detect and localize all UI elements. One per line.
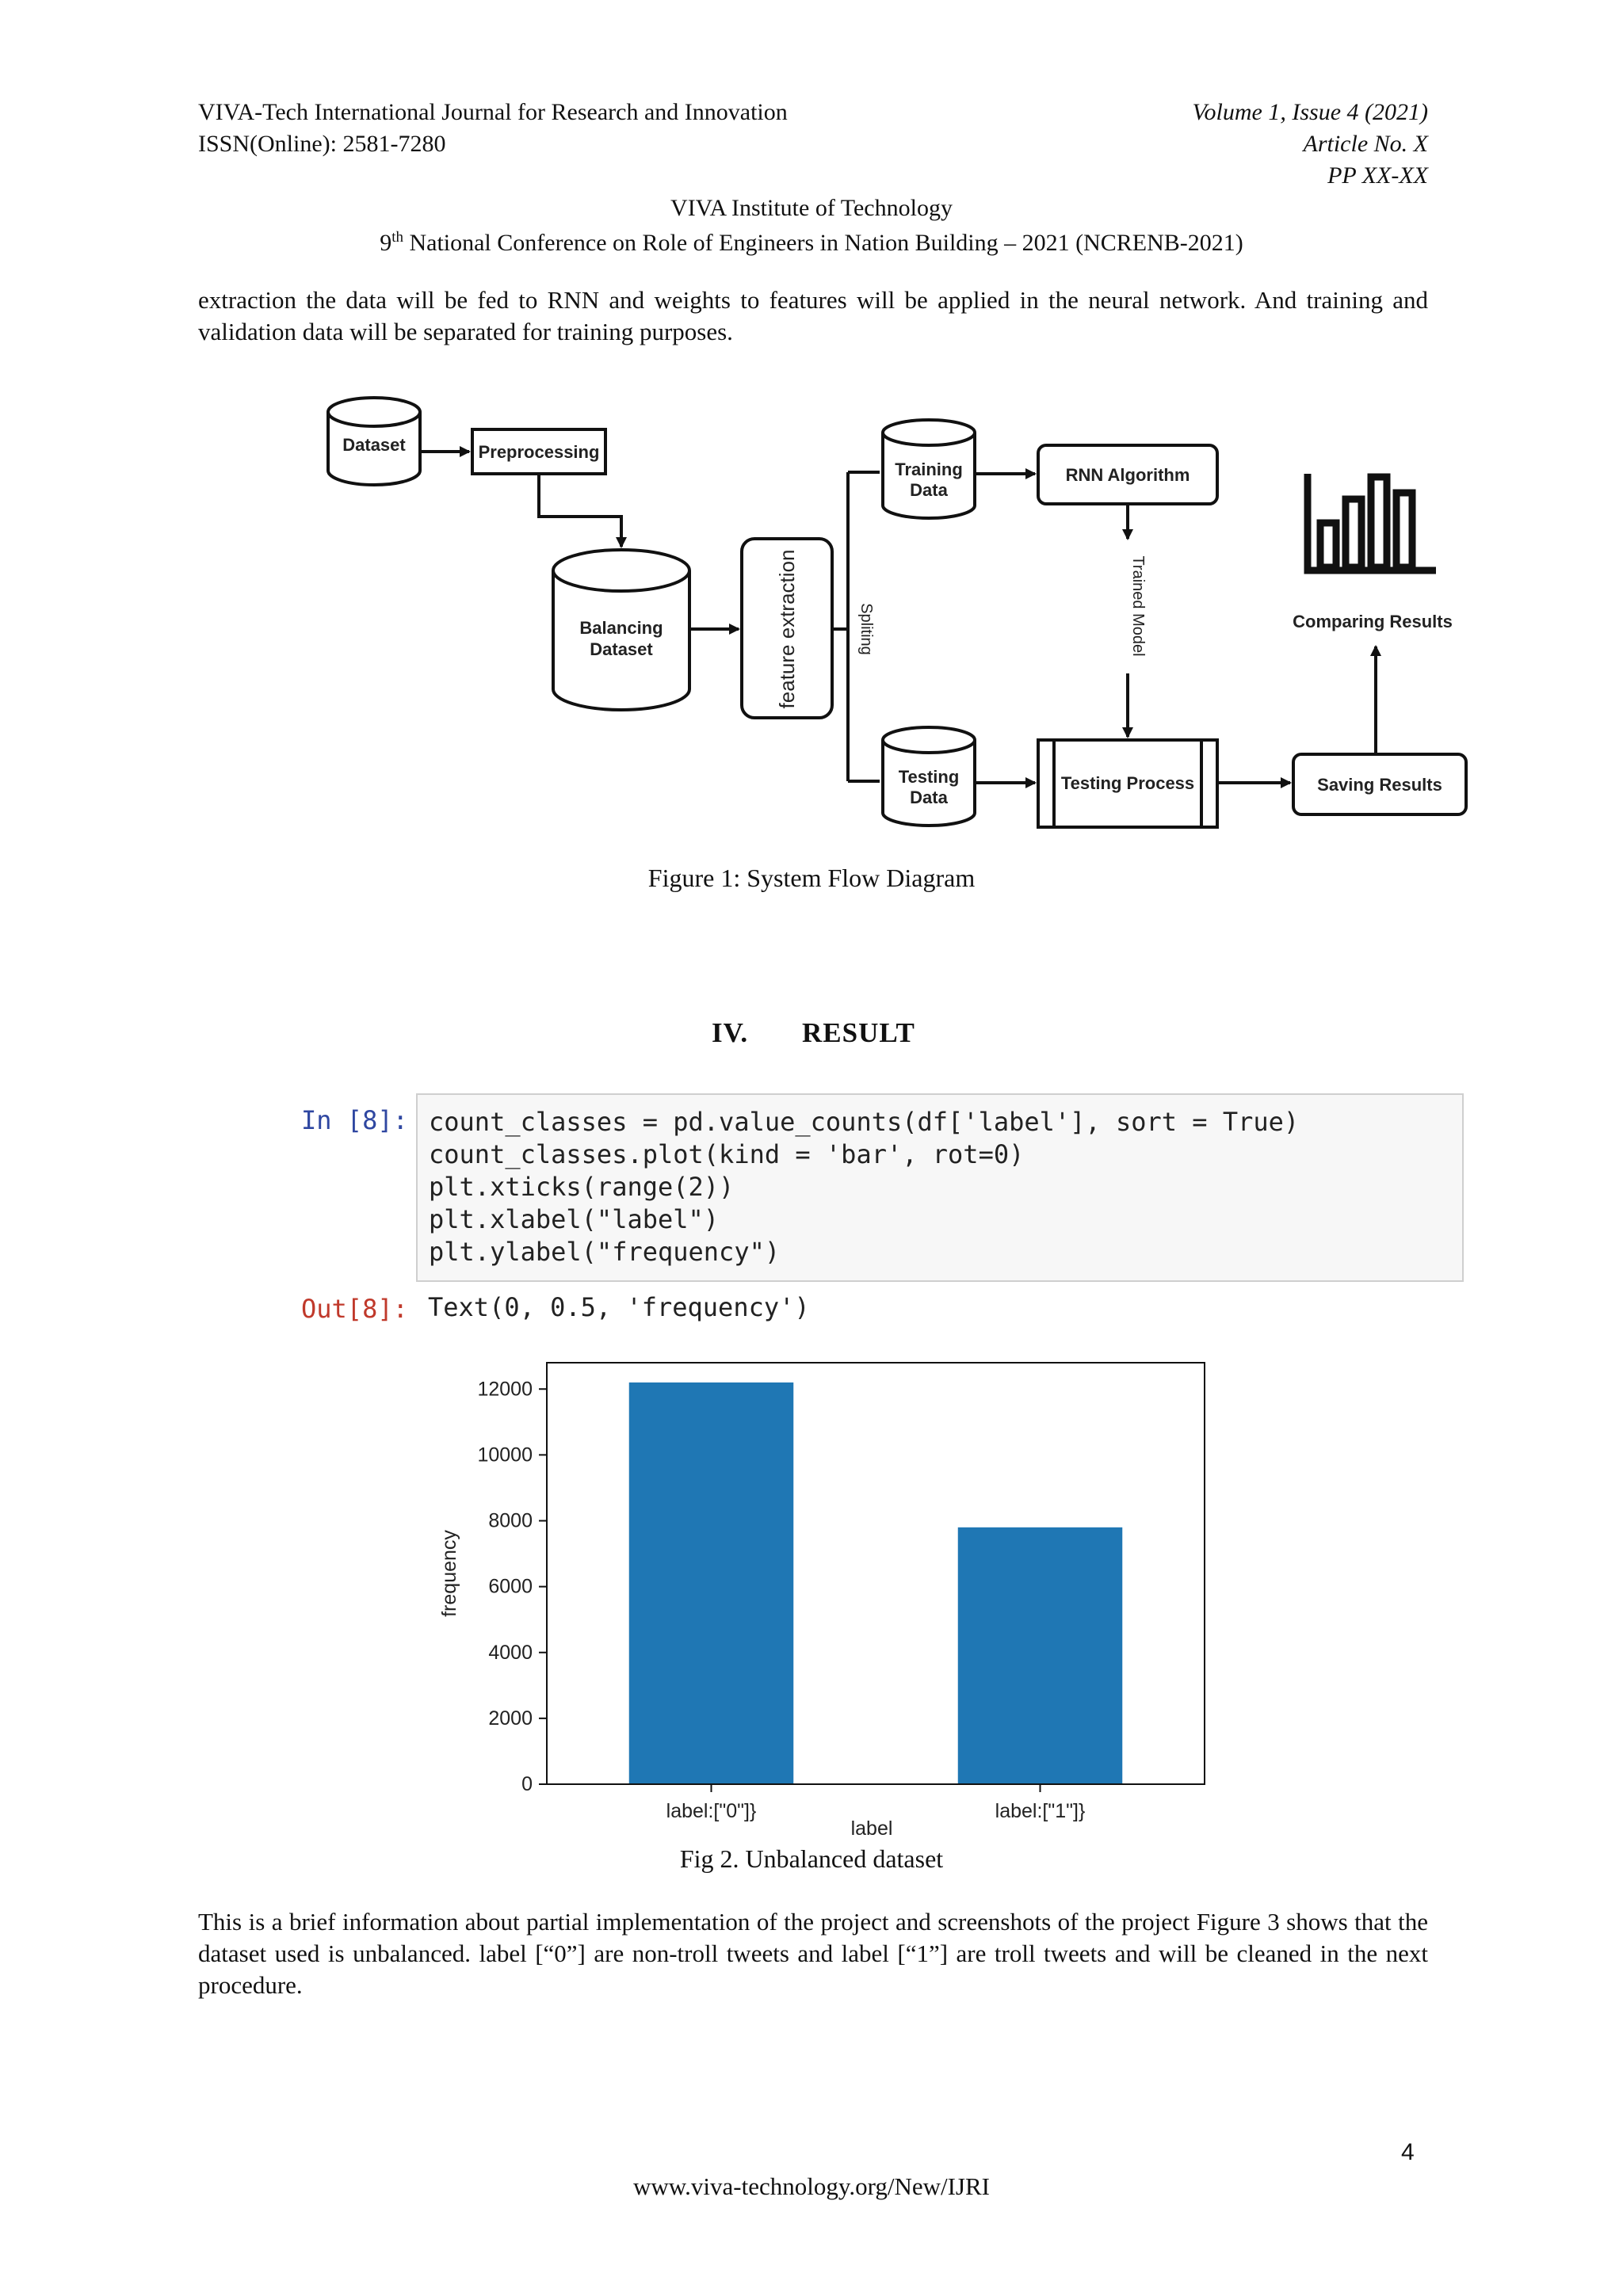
- bar-0: [628, 1382, 794, 1784]
- edge-preprocessing-balancing: [537, 474, 627, 548]
- figure1-caption: Figure 1: System Flow Diagram: [647, 864, 976, 892]
- code-cell[interactable]: count_classes = pd.value_counts(df['labe…: [416, 1093, 1464, 1282]
- page-range: PP XX-XX: [1327, 162, 1428, 189]
- volume-issue: Volume 1, Issue 4 (2021): [1192, 99, 1428, 125]
- conference-number: 9: [380, 230, 392, 256]
- conference-name: 9th National Conference on Role of Engin…: [0, 222, 1623, 259]
- y-tick-label: 8000: [488, 1510, 533, 1532]
- section-title: RESULT: [802, 1017, 915, 1048]
- code-line-4: plt.xlabel("label"): [429, 1204, 720, 1234]
- y-axis-label: frequency: [438, 1530, 460, 1617]
- training-label-line2: Data: [910, 480, 948, 500]
- code-line-5: plt.ylabel("frequency"): [429, 1237, 781, 1267]
- testing-process-node: [1037, 738, 1219, 829]
- dataset-node: [327, 396, 422, 486]
- output-prompt: Out[8]:: [301, 1294, 408, 1324]
- testing-label-line2: Data: [910, 788, 948, 807]
- article-number: Article No. X: [1303, 131, 1428, 157]
- x-axis-ticks: label:["0"]} label:["1"]}: [666, 1784, 1086, 1822]
- y-axis-ticks: 0 2000 4000 6000 8000 10000 12000: [477, 1378, 547, 1795]
- bar-chart-icon: [1304, 473, 1436, 574]
- comparing-results-label: Comparing Results: [1293, 612, 1453, 631]
- x-tick-label: label:["1"]}: [995, 1800, 1086, 1822]
- splitting-label: Spliting: [857, 603, 875, 655]
- bar-1: [957, 1527, 1123, 1784]
- figure2-caption: Fig 2. Unbalanced dataset: [679, 1844, 944, 1873]
- x-axis-label: label: [851, 1817, 893, 1840]
- conference-title: National Conference on Role of Engineers…: [403, 230, 1243, 256]
- y-tick-label: 12000: [477, 1378, 533, 1400]
- conference-suffix: th: [391, 229, 403, 246]
- y-tick-label: 4000: [488, 1642, 533, 1664]
- testing-data-node: [881, 726, 976, 827]
- code-line-3: plt.xticks(range(2)): [429, 1172, 735, 1202]
- closing-paragraph: This is a brief information about partia…: [198, 1908, 1428, 1999]
- y-tick-label: 10000: [477, 1444, 533, 1466]
- training-label-line1: Training: [895, 460, 963, 479]
- trained-model-label: Trained Model: [1129, 555, 1147, 656]
- journal-title: VIVA-Tech International Journal for Rese…: [198, 99, 788, 125]
- input-prompt: In [8]:: [301, 1105, 408, 1135]
- testing-process-label: Testing Process: [1061, 773, 1194, 793]
- y-tick-label: 0: [521, 1773, 533, 1795]
- output-text: Text(0, 0.5, 'frequency'): [428, 1292, 810, 1322]
- feature-extraction-label: feature extraction: [775, 550, 799, 709]
- section-number: IV.: [712, 1017, 749, 1048]
- code-line-2: count_classes.plot(kind = 'bar', rot=0): [429, 1139, 1025, 1169]
- code-line-1: count_classes = pd.value_counts(df['labe…: [429, 1107, 1300, 1137]
- balancing-label-line1: Balancing: [579, 618, 663, 638]
- training-data-node: [881, 418, 976, 520]
- y-tick-label: 2000: [488, 1707, 533, 1730]
- plot-frame: [546, 1362, 1205, 1785]
- intro-paragraph: extraction the data will be fed to RNN a…: [198, 286, 1428, 345]
- bar-chart: 0 2000 4000 6000 8000 10000 12000 label:["0"]}…: [438, 1362, 1205, 1840]
- y-tick-label: 6000: [488, 1576, 533, 1598]
- saving-results-node: [1292, 753, 1468, 816]
- page-number: 4: [1401, 2139, 1415, 2165]
- balancing-label-line2: Dataset: [590, 639, 653, 659]
- balancing-dataset-node: [552, 548, 691, 711]
- system-flow-diagram: Dataset Preprocessing Balancing Dataset …: [327, 396, 1468, 829]
- institute-name: VIVA Institute of Technology: [670, 195, 953, 221]
- bars: [628, 1382, 1123, 1784]
- dataset-label: Dataset: [342, 435, 406, 455]
- code-lines: count_classes = pd.value_counts(df['labe…: [429, 1106, 1299, 1268]
- issn: ISSN(Online): 2581-7280: [198, 131, 446, 157]
- x-tick-label: label:["0"]}: [666, 1800, 757, 1822]
- preprocessing-label: Preprocessing: [479, 442, 600, 462]
- testing-label-line1: Testing: [899, 767, 960, 787]
- footer-url[interactable]: www.viva-technology.org/New/IJRI: [633, 2172, 990, 2200]
- saving-results-label: Saving Results: [1317, 775, 1442, 795]
- rnn-label: RNN Algorithm: [1066, 465, 1190, 485]
